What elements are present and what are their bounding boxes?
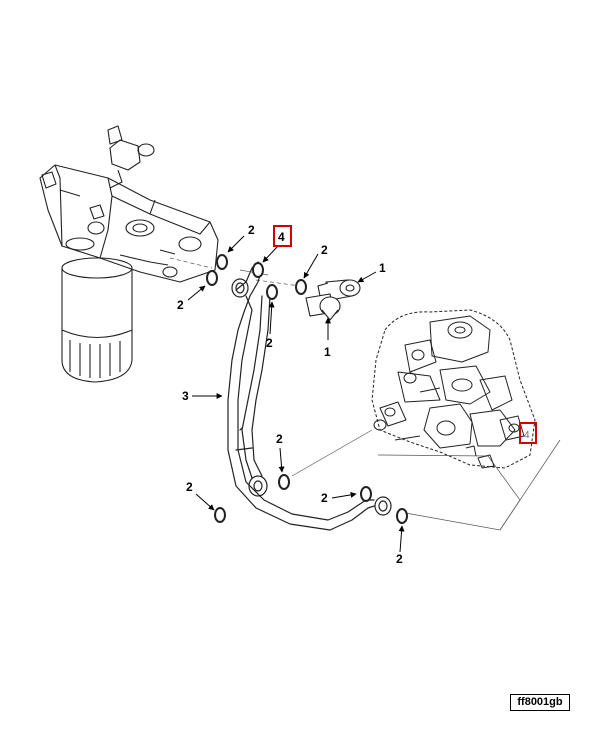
- callout-2-filter-upper: 2: [248, 223, 255, 237]
- sealing-washers: [206, 254, 408, 524]
- callout-arrows: [187, 235, 405, 553]
- washer-mid-upper: [295, 279, 307, 295]
- callout-2-filter-lower: 2: [177, 298, 184, 312]
- washer-mid-lower: [266, 284, 278, 300]
- washer-pump-left: [360, 486, 372, 502]
- callout-4-pump-port: 4: [524, 430, 530, 441]
- callout-4-fitting: 4: [278, 230, 285, 244]
- fuel-pump-assembly: [371, 309, 536, 469]
- callout-3-tube: 3: [182, 389, 189, 403]
- washer-filter-lower: [206, 270, 218, 286]
- callout-2-mid-upper: 2: [321, 243, 328, 257]
- leader-lines: [169, 257, 561, 531]
- callout-labels: 2 2 2 2 1 1 3 2 2 2 2: [177, 223, 403, 566]
- callout-2-mid-lower: 2: [266, 336, 273, 350]
- washer-fitting: [252, 262, 264, 278]
- banjo-bolt-lower: [305, 293, 341, 321]
- callout-2-center: 2: [276, 432, 283, 446]
- washer-left: [214, 507, 226, 523]
- washer-filter-upper: [216, 254, 228, 270]
- callout-2-pump-left: 2: [321, 491, 328, 505]
- washer-center: [278, 474, 290, 490]
- callout-2-pump-right: 2: [396, 552, 403, 566]
- fuel-filter-assembly: [39, 125, 219, 383]
- highlighted-callout-fitting: 4: [273, 225, 292, 247]
- callout-2-left: 2: [186, 480, 193, 494]
- callout-1-lower: 1: [324, 345, 331, 359]
- figure-id-label: ff8001gb: [510, 694, 570, 711]
- highlighted-callout-pump-port: 4: [519, 422, 537, 444]
- washer-pump-right: [396, 508, 408, 524]
- callout-1-upper: 1: [379, 261, 386, 275]
